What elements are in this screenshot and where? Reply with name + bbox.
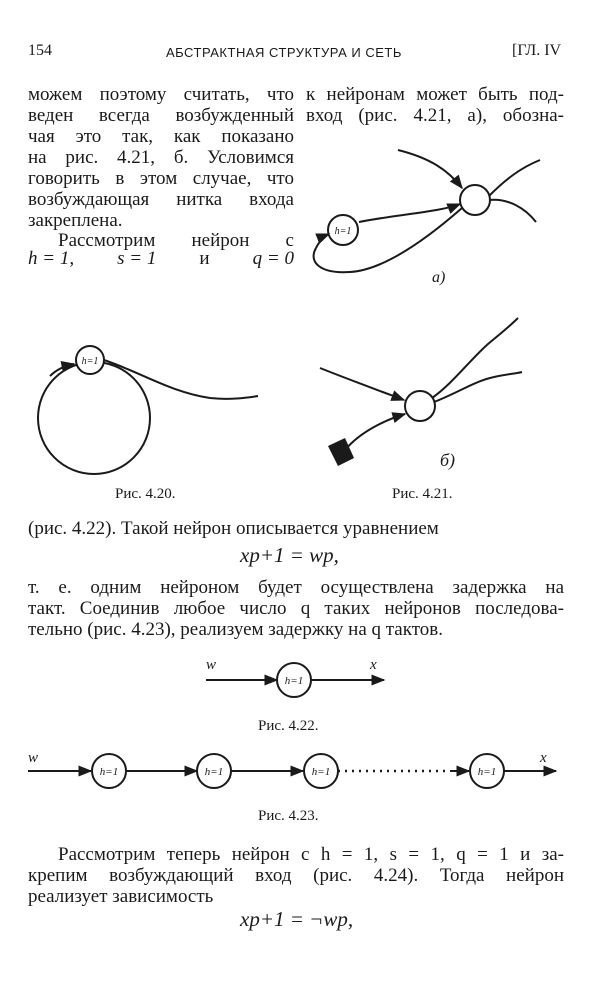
text-line: тельно (рис. 4.23), реализуем задержку н… xyxy=(28,619,443,640)
text-line: т. е. одним нейроном будет осуществлена … xyxy=(28,577,564,598)
text-line: можем поэтому считать, что xyxy=(28,84,294,105)
figure-4-21b xyxy=(319,317,523,466)
input-edge xyxy=(358,203,462,223)
input-edge xyxy=(397,149,463,190)
param-s: s = 1 xyxy=(117,248,157,269)
input-edge xyxy=(319,367,406,401)
text-line: говорить в этом случае, что xyxy=(28,168,294,189)
formula-delay: xp+1 = wp, xyxy=(240,543,339,567)
output-label: x xyxy=(539,750,547,766)
node-label: h=1 xyxy=(335,226,352,237)
figure-4-20 xyxy=(37,345,259,475)
param-line: h = 1, s = 1 и q = 0 xyxy=(28,248,294,269)
node-label: h=1 xyxy=(285,675,303,687)
text-line: к нейронам может быть под- xyxy=(306,84,564,105)
node-label: h=1 xyxy=(82,356,99,367)
text-line: закреплена. xyxy=(28,210,123,231)
neuron-node-small xyxy=(327,214,359,246)
output-edge xyxy=(103,359,259,400)
caption-fig-4-21: Рис. 4.21. xyxy=(392,486,453,502)
page-number: 154 xyxy=(28,42,52,59)
output-edge xyxy=(488,159,541,197)
text-line: возбуждающая нитка входа xyxy=(28,189,294,210)
output-edge xyxy=(488,198,537,223)
caption-fig-4-23: Рис. 4.23. xyxy=(258,808,319,824)
text-line: на рис. 4.21, б. Условимся xyxy=(28,147,294,168)
feedback-arrow xyxy=(49,360,76,377)
input-label: w xyxy=(28,750,38,766)
text-line: вход (рис. 4.21, а), обозна- xyxy=(306,105,564,126)
text-line: реализует зависимость xyxy=(28,886,214,907)
neuron-node xyxy=(459,184,491,216)
text-line: Рассмотрим нейрон с xyxy=(58,230,294,251)
fixed-input-edge xyxy=(344,412,407,451)
neuron-node xyxy=(404,390,436,422)
formula-negation: xp+1 = ¬wp, xyxy=(240,907,354,931)
param-and: и xyxy=(199,248,210,269)
caption-fig-4-20: Рис. 4.20. xyxy=(115,486,176,502)
chapter-label: [ГЛ. IV xyxy=(512,42,562,59)
figure-4-23 xyxy=(28,753,558,789)
figure-label-a: а) xyxy=(432,269,445,286)
output-label: x xyxy=(369,657,377,673)
text-line: веден всегда возбужденный xyxy=(28,105,294,126)
node-label: h=1 xyxy=(478,766,496,778)
text-line: крепим возбуждающий вход (рис. 4.24). То… xyxy=(28,865,564,886)
running-title: АБСТРАКТНАЯ СТРУКТУРА И СЕТЬ xyxy=(166,45,402,60)
output-edge xyxy=(433,371,523,403)
node-label: h=1 xyxy=(205,766,223,778)
input-label: w xyxy=(206,657,216,673)
text-line: такт. Соединив любое число q таких нейро… xyxy=(28,598,564,619)
text-line: Рассмотрим теперь нейрон с h = 1, s = 1,… xyxy=(58,844,564,865)
caption-fig-4-22: Рис. 4.22. xyxy=(258,718,319,734)
feedback-loop xyxy=(312,207,463,274)
output-edge xyxy=(431,317,519,399)
text-line: (рис. 4.22). Такой нейрон описывается ур… xyxy=(28,518,439,539)
feedback-arrow xyxy=(315,233,331,249)
loop-circle xyxy=(37,361,151,475)
figure-4-21a xyxy=(312,149,541,274)
param-h: h = 1, xyxy=(28,248,75,269)
param-q: q = 0 xyxy=(252,248,294,269)
node-label: h=1 xyxy=(312,766,330,778)
figure-label-b: б) xyxy=(440,450,455,471)
node-label: h=1 xyxy=(100,766,118,778)
figure-4-22 xyxy=(206,662,386,698)
fixed-input-anchor xyxy=(328,438,354,466)
text-line: чая это так, как показано xyxy=(28,126,294,147)
